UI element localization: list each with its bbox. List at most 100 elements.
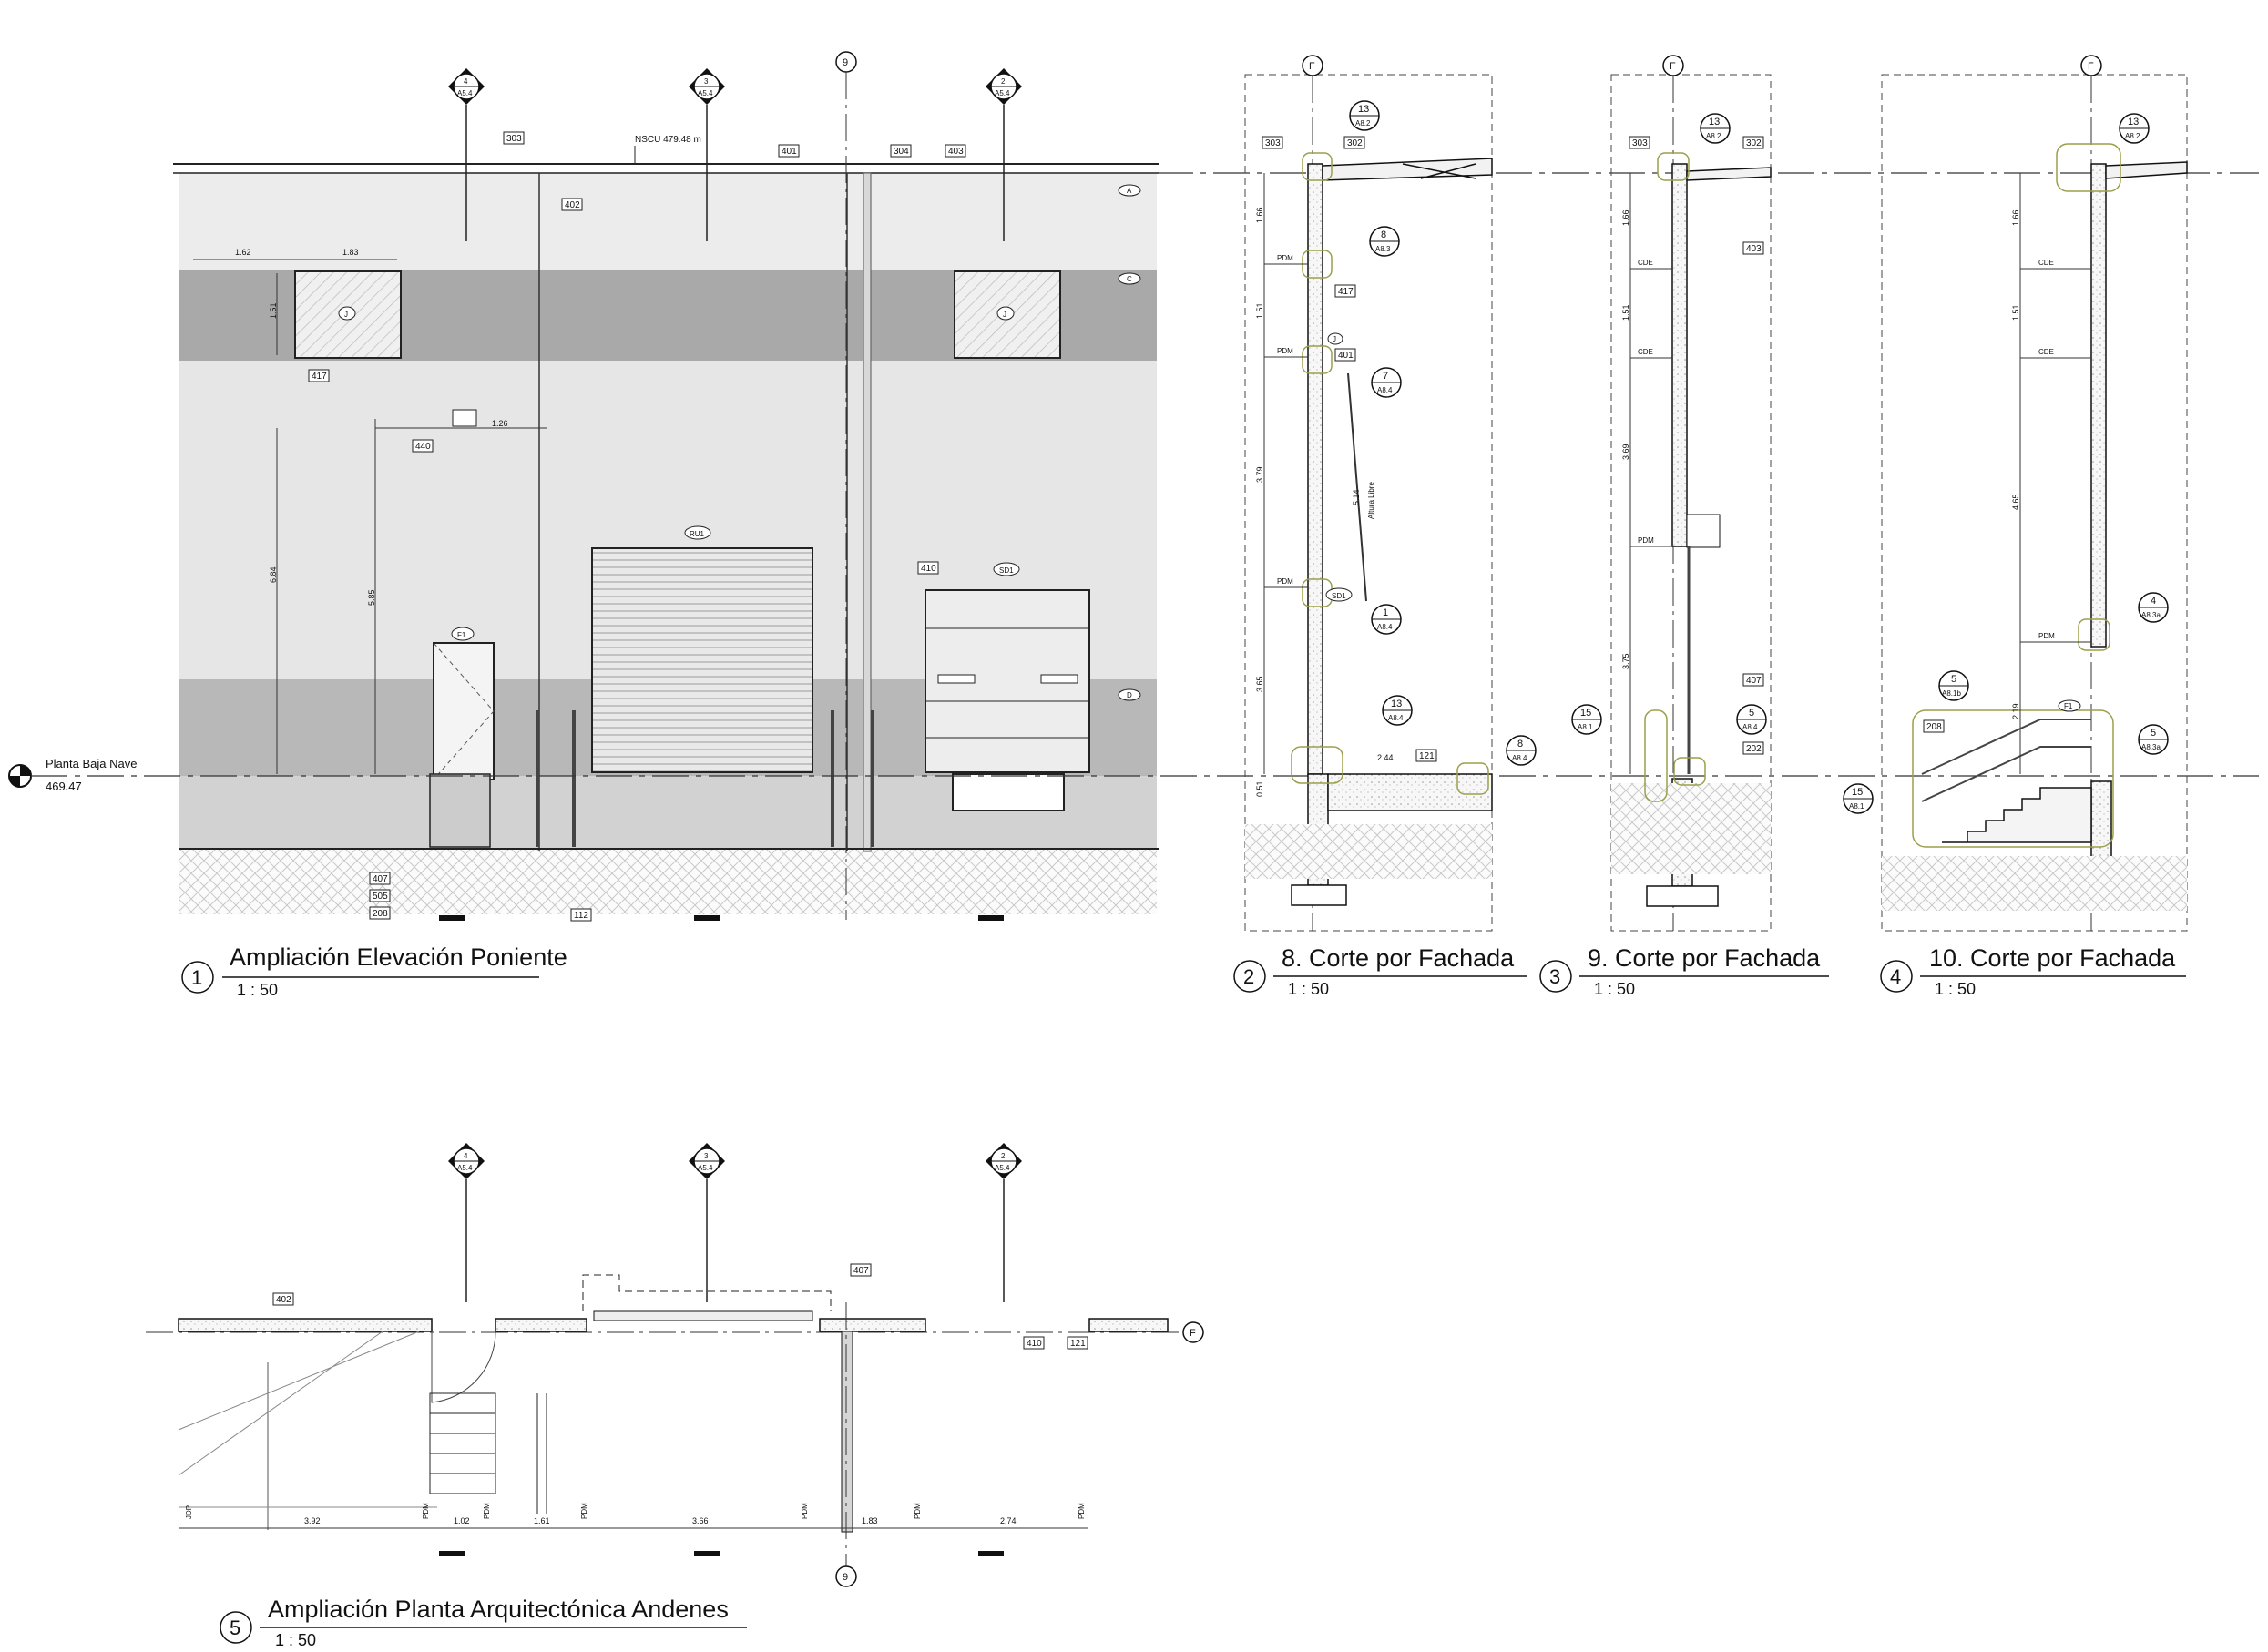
- roof-truss: [1322, 158, 1493, 181]
- label-jdp: JDP: [185, 1505, 193, 1519]
- material-tag-c: C: [1127, 275, 1132, 283]
- tag-505: 505: [373, 892, 388, 902]
- level-cde: CDE: [2038, 348, 2054, 356]
- tag-417: 417: [1338, 287, 1354, 297]
- grid-label: F: [1309, 61, 1315, 72]
- level-name: Planta Baja Nave: [46, 757, 137, 770]
- detail-num: 5: [2151, 728, 2156, 739]
- section-sheet: A5.4: [698, 1164, 713, 1172]
- section-num: 4: [464, 1152, 468, 1160]
- tag-417: 417: [312, 372, 327, 382]
- detail-num: 15: [1580, 708, 1591, 719]
- detail-num: 4: [2151, 596, 2156, 607]
- dock-pit: [593, 1310, 813, 1321]
- label-pdm: PDM: [914, 1503, 922, 1519]
- view-scale: 1 : 50: [237, 981, 278, 999]
- section-num: 2: [1001, 1152, 1006, 1160]
- dim-5-85: 5.85: [367, 589, 376, 606]
- dim: 2.19: [2011, 703, 2020, 719]
- dim-1-62: 1.62: [235, 248, 251, 257]
- elevation-view: Planta Baja Nave 469.47 NSCU 479.48 m 30…: [8, 131, 2259, 922]
- plan-section-markers: 4 A5.4 3 A5.4 2 A5.4 9 F: [439, 1143, 1204, 1587]
- dim-1-83: 1.83: [342, 248, 359, 257]
- tag-302: 302: [1746, 138, 1762, 148]
- section-9-dims: 1.66 1.51 3.69 3.75: [1621, 209, 1630, 669]
- plan-tags: 402 407 410 121: [272, 1263, 1088, 1350]
- detail-callouts: 13 A8.2 15 A8.1 5 A8.4: [1571, 113, 1767, 735]
- tag-304: 304: [894, 147, 909, 157]
- detail-num: 13: [2128, 117, 2139, 127]
- detail-sheet: A8.2: [1706, 132, 1721, 140]
- door-jamb: [1686, 514, 1721, 548]
- plan-wall: [819, 1318, 926, 1332]
- detail-num: 8: [1517, 739, 1523, 750]
- view-scale: 1 : 50: [1594, 980, 1635, 998]
- level-pdm: PDM: [2038, 632, 2055, 640]
- door-tag-sd1: SD1: [999, 566, 1014, 575]
- sd1-label: SD1: [1332, 592, 1346, 600]
- tag-303: 303: [1265, 138, 1281, 148]
- dim: 2.44: [1377, 753, 1394, 762]
- section-sheet: A5.4: [457, 89, 473, 97]
- footing: [1291, 884, 1347, 906]
- view-number: 1: [191, 966, 202, 989]
- detail-num: 15: [1852, 787, 1863, 798]
- section-10-tags: 208 F1: [1923, 699, 2081, 733]
- level-pdm: PDM: [1638, 536, 1654, 545]
- view-scale: 1 : 50: [1288, 980, 1329, 998]
- material-tag-d: D: [1127, 691, 1132, 699]
- altura-libre-label: Altura Libre: [1367, 482, 1375, 519]
- dim: 3.75: [1621, 653, 1630, 669]
- plan-wall: [178, 1318, 433, 1332]
- window-tag-j: J: [1003, 311, 1006, 319]
- label-pdm: PDM: [483, 1503, 491, 1519]
- dim: 1.66: [1621, 209, 1630, 226]
- detail-sheet: A8.3: [1375, 245, 1391, 253]
- footing: [1646, 885, 1719, 907]
- tag-402: 402: [565, 200, 580, 210]
- section-num: 3: [704, 77, 709, 86]
- dim: 3.69: [1621, 444, 1630, 460]
- grid-label: 9: [843, 57, 848, 68]
- elevation-dimensions: 1.62 1.83 1.51 1.26 6.84 5.85: [235, 248, 508, 606]
- detail-sheet: A8.2: [1355, 119, 1371, 127]
- view-number: 4: [1890, 965, 1901, 988]
- section-frame: [1610, 74, 1772, 932]
- grid-label: F: [1670, 61, 1676, 72]
- section-10-levels: CDE CDE PDM: [2019, 173, 2091, 774]
- tag-407: 407: [373, 874, 388, 884]
- dim-6-84: 6.84: [269, 566, 278, 583]
- section-sheet: A5.4: [457, 1164, 473, 1172]
- tag-303: 303: [506, 134, 522, 144]
- tag-407: 407: [1746, 676, 1762, 686]
- section-mark-3: 3 A5.4: [689, 68, 725, 241]
- view-number: 2: [1243, 965, 1254, 988]
- dim: 5.14: [1352, 489, 1361, 505]
- detail-sheet: A8.3a: [2141, 611, 2161, 619]
- dim: 1.51: [1621, 304, 1630, 321]
- section-mark-2: 2 A5.4: [986, 68, 1022, 241]
- facade-upper-band: [179, 173, 1157, 270]
- detail-num: 8: [1381, 229, 1386, 240]
- section-sheet: A5.4: [995, 89, 1010, 97]
- canopy: [1347, 372, 1367, 602]
- roof: [1686, 167, 1772, 181]
- section-frame: [1244, 74, 1493, 932]
- tag-303: 303: [1632, 138, 1648, 148]
- detail-sheet: A8.1: [1849, 802, 1864, 811]
- section-frame: [1881, 74, 2188, 932]
- level-cde: CDE: [1638, 348, 1653, 356]
- section-8-view: F 303 302 417 401 121 SD1 J 13 A: [1244, 55, 1537, 932]
- detail-sheet: A8.1: [1578, 723, 1593, 731]
- view-scale: 1 : 50: [275, 1631, 316, 1649]
- tag-402: 402: [276, 1295, 291, 1305]
- grid-label: 9: [843, 1572, 848, 1583]
- view-title-3: 3 9. Corte por Fachada 1 : 50: [1539, 944, 1829, 998]
- tag-302: 302: [1347, 138, 1363, 148]
- view-title: 9. Corte por Fachada: [1588, 944, 1821, 972]
- door-swing-lines: [433, 642, 495, 780]
- bollards: [536, 710, 874, 847]
- plan-dims: 3.92 1.02 1.61 3.66 1.83 2.74: [304, 1516, 1017, 1525]
- tag-112: 112: [574, 911, 588, 921]
- detail-num: 13: [1358, 104, 1369, 115]
